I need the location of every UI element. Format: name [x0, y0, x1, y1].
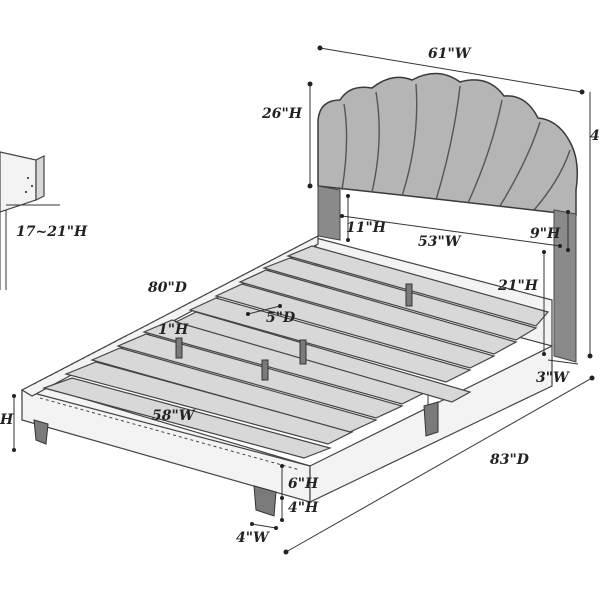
label-slat-gap: 5"D	[266, 310, 296, 326]
leg-front-right	[253, 485, 277, 517]
leg-back-right	[423, 401, 439, 437]
label-length: 80"D	[148, 280, 188, 296]
center-support	[174, 311, 472, 403]
label-one-h: 1"H	[158, 322, 189, 338]
dimension-lines	[12, 45, 595, 555]
label-post-width: 3"W	[536, 370, 570, 386]
label-side-rail-height: 21"H	[497, 278, 539, 294]
label-inset-height: 17~21"H	[16, 224, 88, 240]
label-inner-right-height: 9"H	[530, 226, 561, 242]
label-leg-width: 4"W	[236, 530, 270, 546]
left-rail-top	[20, 235, 319, 397]
label-leg-height: 4"H	[288, 500, 319, 516]
label-width-top: 61"W	[428, 46, 472, 62]
headboard-panel	[317, 72, 579, 216]
label-inner-left-height: 11"H	[346, 220, 387, 236]
headboard	[317, 72, 579, 363]
leg-front-left	[33, 419, 49, 445]
label-headboard-height: 26"H	[261, 106, 303, 122]
inset-headboard	[0, 151, 60, 290]
label-inner-width: 53"W	[418, 234, 462, 250]
label-frame-width: 58"W	[152, 408, 196, 424]
label-inset-left: H	[0, 412, 14, 428]
label-total-height: 4	[590, 128, 600, 144]
slats	[41, 245, 550, 459]
headboard-left-post	[317, 185, 341, 241]
label-total-depth: 83"D	[490, 452, 530, 468]
inset-panel	[0, 151, 37, 213]
inset-panel-side	[35, 155, 45, 201]
label-rail-height: 6"H	[288, 476, 319, 492]
